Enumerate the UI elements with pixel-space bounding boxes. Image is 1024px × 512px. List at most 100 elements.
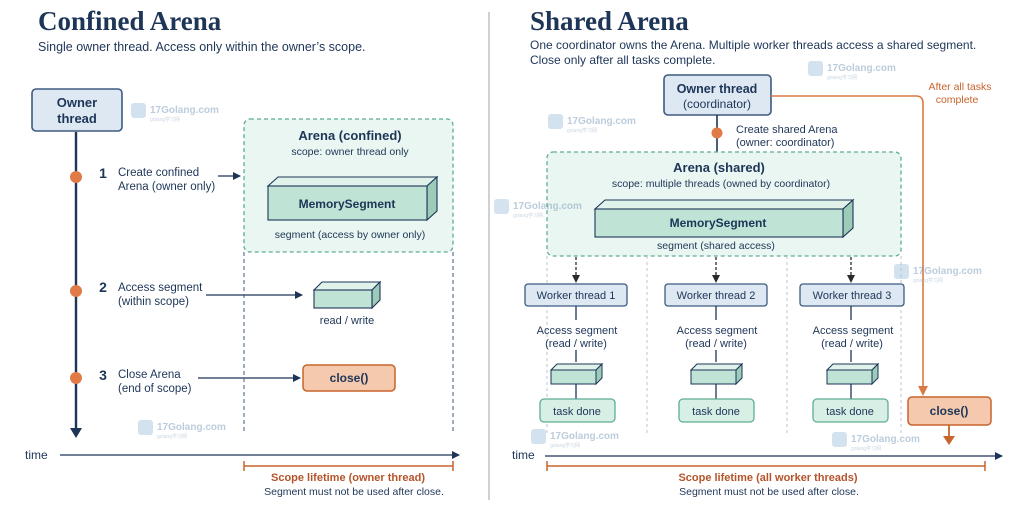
left-lifetime-label: Scope lifetime (owner thread) <box>271 472 425 484</box>
worker-3-segment-block <box>825 362 880 386</box>
left-arena-title: Arena (confined) <box>298 128 401 143</box>
left-lifetime-bracket <box>243 461 454 471</box>
right-owner-label-1: Owner thread <box>677 82 758 96</box>
watermark-7-sub: golang学习网 <box>550 442 580 449</box>
worker-1-access-1: Access segment <box>537 325 618 337</box>
watermark-5-text: 17Golang.com <box>913 266 982 277</box>
watermark-3-sub: golang学习网 <box>827 74 857 81</box>
right-time-label: time <box>512 448 535 462</box>
left-rw-label: read / write <box>320 315 374 327</box>
left-step-2-line2: (within scope) <box>118 296 189 308</box>
watermark-7: 17Golang.com golang学习网 <box>531 429 619 449</box>
right-lifetime-note: Segment must not be used after close. <box>679 486 859 498</box>
worker-3-access-1: Access segment <box>813 325 894 337</box>
right-create-line2: (owner: coordinator) <box>736 137 834 149</box>
left-memory-segment-label: MemorySegment <box>299 197 396 211</box>
watermark-7-text: 17Golang.com <box>550 431 619 442</box>
worker-1-done-box <box>539 398 616 423</box>
right-close-label: close() <box>930 404 969 418</box>
right-subtitle-line2: Close only after all tasks complete. <box>530 53 715 67</box>
right-title: Shared Arena <box>530 6 689 36</box>
worker-2-access-2: (read / write) <box>685 338 747 350</box>
watermark-1-text: 17Golang.com <box>150 105 219 116</box>
left-owner-thread-box <box>31 88 123 132</box>
right-arena-title: Arena (shared) <box>673 160 765 175</box>
left-step-1-number: 1 <box>99 165 107 181</box>
right-memory-segment-block <box>593 198 855 239</box>
left-step-3-line1: Close Arena <box>118 369 181 381</box>
watermark-8-text: 17Golang.com <box>851 434 920 445</box>
left-step-3-line2: (end of scope) <box>118 383 192 395</box>
right-segment-caption: segment (shared access) <box>657 240 775 252</box>
watermark-3-text: 17Golang.com <box>827 63 896 74</box>
watermark-5-sub: golang学习网 <box>913 277 943 284</box>
right-after-line1: After all tasks <box>928 81 991 93</box>
left-owner-label-2: thread <box>57 111 97 126</box>
right-owner-label-2: (coordinator) <box>683 97 751 111</box>
watermark-4-text: 17Golang.com <box>513 201 582 212</box>
worker-lane-1: Worker thread 1 Access segment (read / w… <box>524 257 628 423</box>
left-subtitle: Single owner thread. Access only within … <box>38 40 366 54</box>
watermarks: 17Golang.com golang学习网 17Golang.com gola… <box>131 61 982 452</box>
right-after-tasks-path <box>771 95 928 396</box>
left-rw-block <box>312 280 382 310</box>
right-after-line2: complete <box>936 94 979 106</box>
watermark-2-text: 17Golang.com <box>567 116 636 127</box>
worker-lane-3: Worker thread 3 Access segment (read / w… <box>799 257 905 423</box>
left-time-label: time <box>25 448 48 462</box>
worker-3-name: Worker thread 3 <box>813 290 892 302</box>
left-timeline-arrowhead <box>70 428 82 438</box>
right-create-line1: Create shared Arena <box>736 124 838 136</box>
watermark-6-text: 17Golang.com <box>157 422 226 433</box>
left-arena-scope: scope: owner thread only <box>291 146 409 158</box>
watermark-8-sub: golang学习网 <box>851 445 881 452</box>
left-step-1-dot <box>70 171 82 183</box>
watermark-6: 17Golang.com golang学习网 <box>138 420 226 440</box>
worker-3-access-2: (read / write) <box>821 338 883 350</box>
worker-2-done: task done <box>692 406 740 418</box>
left-step-1-line1: Create confined <box>118 167 199 179</box>
watermark-2-sub: golang学习网 <box>567 127 597 134</box>
left-step-2-number: 2 <box>99 279 107 295</box>
watermark-8: 17Golang.com golang学习网 <box>832 432 920 452</box>
watermark-1-sub: golang学习网 <box>150 116 180 123</box>
right-subtitle-line1: One coordinator owns the Arena. Multiple… <box>530 38 976 52</box>
left-close-label: close() <box>330 371 369 385</box>
left-lifetime-note: Segment must not be used after close. <box>264 486 444 498</box>
right-lifetime-label: Scope lifetime (all worker threads) <box>678 472 857 484</box>
worker-1-name: Worker thread 1 <box>537 290 616 302</box>
watermark-1: 17Golang.com golang学习网 <box>131 103 219 123</box>
worker-2-access-1: Access segment <box>677 325 758 337</box>
watermark-4: 17Golang.com golang学习网 <box>494 199 582 219</box>
right-arena-scope: scope: multiple threads (owned by coordi… <box>612 178 830 190</box>
watermark-3: 17Golang.com golang学习网 <box>808 61 896 81</box>
left-step-2-line1: Access segment <box>118 282 203 294</box>
watermark-6-sub: golang学习网 <box>157 433 187 440</box>
worker-lane-2: Worker thread 2 Access segment (read / w… <box>664 257 768 423</box>
watermark-5: 17Golang.com golang学习网 <box>894 264 982 284</box>
worker-2-segment-block <box>689 362 744 386</box>
worker-2-name: Worker thread 2 <box>677 290 756 302</box>
watermark-4-sub: golang学习网 <box>513 212 543 219</box>
worker-3-done: task done <box>826 406 874 418</box>
left-memory-segment-block <box>266 175 439 222</box>
worker-3-box <box>799 283 905 307</box>
left-segment-caption: segment (access by owner only) <box>275 229 426 241</box>
worker-3-done-box <box>812 398 889 423</box>
worker-1-segment-block <box>549 362 604 386</box>
worker-1-done: task done <box>553 406 601 418</box>
left-step-1-line2: Arena (owner only) <box>118 181 215 193</box>
left-step-3-number: 3 <box>99 367 107 383</box>
worker-1-access-2: (read / write) <box>545 338 607 350</box>
watermark-2: 17Golang.com golang学习网 <box>548 114 636 134</box>
right-close-arrowhead <box>943 436 955 445</box>
right-create-dot <box>711 127 723 139</box>
left-close-button <box>302 364 396 392</box>
left-title: Confined Arena <box>38 6 222 36</box>
left-step-2-dot <box>70 285 82 297</box>
worker-2-done-box <box>678 398 755 423</box>
left-step-3-dot <box>70 372 82 384</box>
right-lifetime-bracket <box>546 461 986 471</box>
right-memory-segment-label: MemorySegment <box>670 216 767 230</box>
